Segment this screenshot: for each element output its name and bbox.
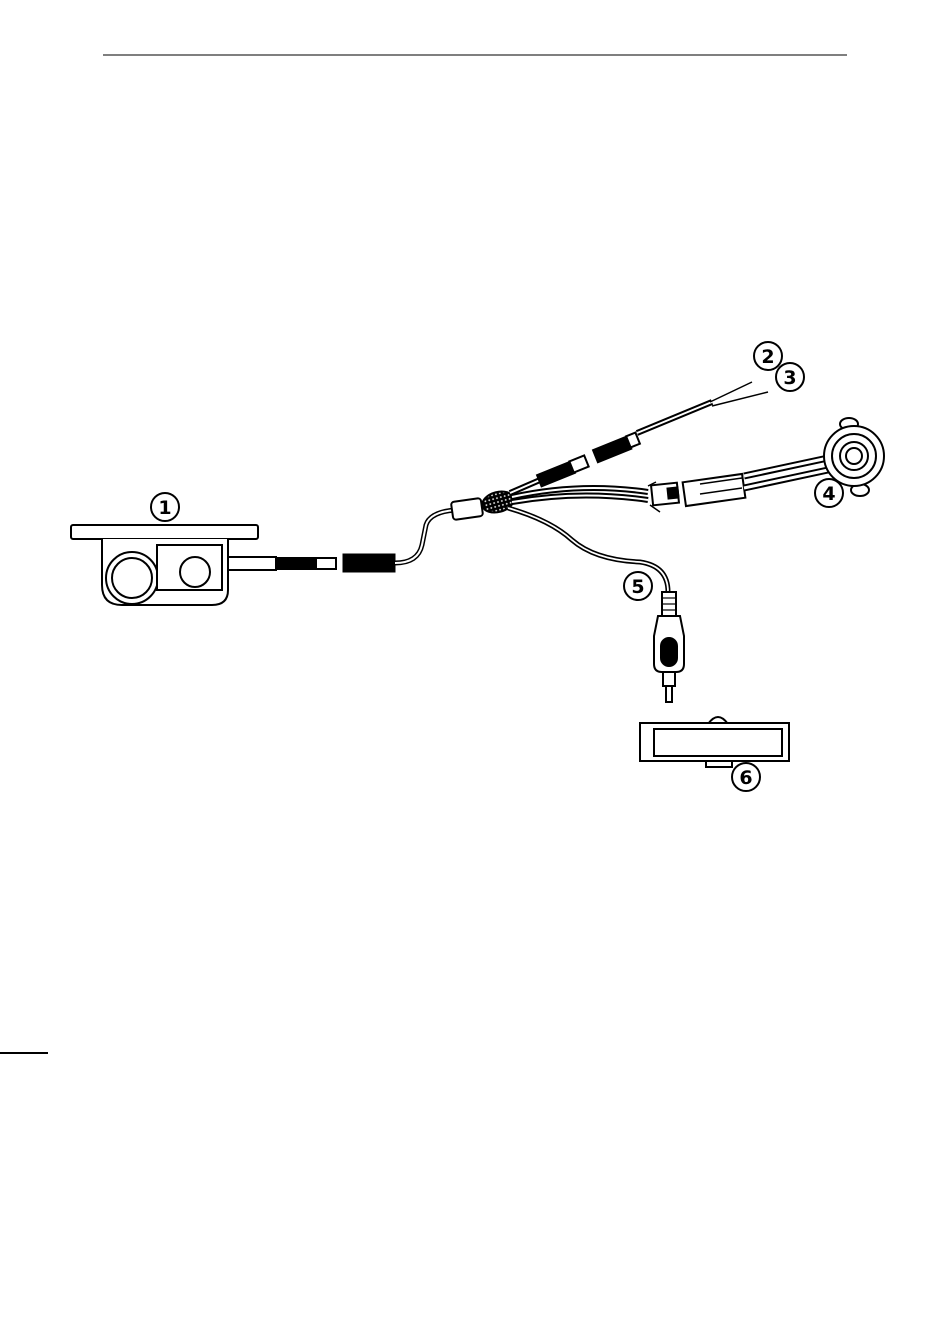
callout-2-label: 2 (761, 346, 774, 368)
callout-1: 1 (151, 493, 179, 521)
monitor (640, 717, 789, 767)
callout-5-label: 5 (631, 576, 644, 598)
splitter (451, 488, 516, 520)
rca-plug (654, 592, 684, 702)
buzzer-assembly (648, 418, 884, 512)
callout-2: 2 (754, 342, 782, 370)
camera-unit (71, 525, 336, 605)
power-connector (537, 382, 768, 486)
callout-4-label: 4 (822, 483, 835, 505)
callout-1-label: 1 (158, 497, 171, 519)
callout-3-label: 3 (783, 367, 796, 389)
callout-4: 4 (815, 479, 843, 507)
callout-3: 3 (776, 363, 804, 391)
main-cable (343, 510, 455, 572)
callout-6: 6 (732, 763, 760, 791)
callout-5: 5 (624, 572, 652, 600)
callout-6-label: 6 (739, 767, 752, 789)
